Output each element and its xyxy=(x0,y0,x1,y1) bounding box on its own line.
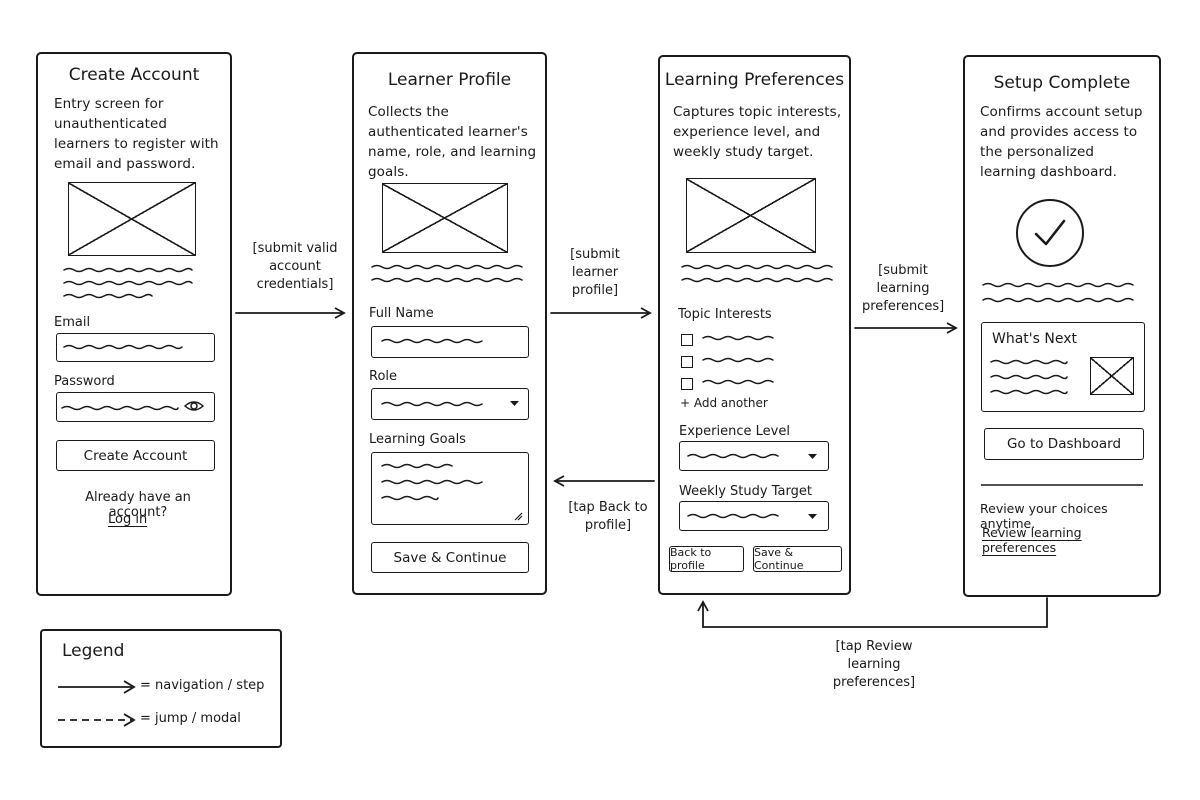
screen-description: Collects the authenticated learner's nam… xyxy=(368,104,537,180)
learning-goals-label: Learning Goals xyxy=(369,432,466,447)
legend-title: Legend xyxy=(62,641,125,661)
transition-label-submit-credentials: [submit valid account credentials] xyxy=(252,241,338,292)
screen-title: Create Account xyxy=(68,65,200,85)
review-text: Review your choices anytime. xyxy=(980,501,1108,531)
learner-profile-screen: Learner Profile Collects the authenticat… xyxy=(352,52,547,595)
legend: Legend = navigation / step = jump / moda… xyxy=(40,629,282,748)
role-select[interactable] xyxy=(371,388,529,420)
topic-checkbox[interactable] xyxy=(681,334,693,346)
experience-level-select[interactable] xyxy=(679,441,829,471)
screen-description: Captures topic interests, experience lev… xyxy=(673,104,842,160)
review-preferences-link[interactable]: Review learning preferences xyxy=(982,525,1082,555)
image-placeholder xyxy=(686,178,816,253)
transition-label-submit-profile: [submit learner profile] xyxy=(570,247,620,298)
dashed-arrow-sample xyxy=(58,713,136,727)
legend-solid-label: = navigation / step xyxy=(140,678,265,693)
weekly-study-target-label: Weekly Study Target xyxy=(679,484,812,499)
image-placeholder xyxy=(1090,357,1134,395)
screen-description: Confirms account setup and provides acce… xyxy=(980,104,1143,180)
arrow-review-preferences xyxy=(697,597,1048,628)
setup-complete-screen: Setup Complete Confirms account setup an… xyxy=(963,55,1161,597)
password-field[interactable] xyxy=(56,392,215,422)
screen-title: Setup Complete xyxy=(993,73,1131,93)
transition-label-back-to-profile: [tap Back to profile] xyxy=(568,500,648,533)
screen-title: Learning Preferences xyxy=(664,70,845,90)
learning-preferences-screen: Learning Preferences Captures topic inte… xyxy=(658,55,851,595)
save-continue-button[interactable]: Save & Continue xyxy=(753,546,842,572)
save-continue-button[interactable]: Save & Continue xyxy=(371,542,529,573)
login-link[interactable]: Log in xyxy=(108,512,148,527)
password-label: Password xyxy=(54,374,115,389)
create-account-screen: Create Account Entry screen for unauthen… xyxy=(36,52,232,596)
back-to-profile-button[interactable]: Back to profile xyxy=(669,546,744,572)
add-another-link[interactable]: + Add another xyxy=(680,396,768,410)
experience-level-label: Experience Level xyxy=(679,424,790,439)
image-placeholder xyxy=(68,182,196,256)
transition-label-review-preferences: [tap Review learning preferences] xyxy=(832,639,916,690)
weekly-study-target-select[interactable] xyxy=(679,501,829,531)
login-prompt: Already have an account? xyxy=(85,490,191,520)
topic-interests-label: Topic Interests xyxy=(678,307,772,322)
full-name-field[interactable] xyxy=(371,326,529,358)
topic-checkbox[interactable] xyxy=(681,378,693,390)
create-account-button[interactable]: Create Account xyxy=(56,440,215,471)
transition-label-submit-preferences: [submit learning preferences] xyxy=(862,263,945,314)
learning-goals-textarea[interactable] xyxy=(371,452,529,525)
image-placeholder xyxy=(382,183,508,253)
whats-next-title: What's Next xyxy=(992,331,1077,347)
screen-description: Entry screen for unauthenticated learner… xyxy=(54,96,219,172)
screen-title: Learner Profile xyxy=(387,70,512,90)
legend-dashed-label: = jump / modal xyxy=(140,711,241,726)
go-to-dashboard-button[interactable]: Go to Dashboard xyxy=(984,428,1144,460)
topic-checkbox[interactable] xyxy=(681,356,693,368)
whats-next-card: What's Next xyxy=(981,322,1145,412)
email-field[interactable] xyxy=(56,333,215,362)
solid-arrow-sample xyxy=(58,680,136,694)
check-icon xyxy=(1016,199,1084,267)
email-label: Email xyxy=(54,315,91,330)
role-label: Role xyxy=(369,369,398,384)
full-name-label: Full Name xyxy=(369,306,434,321)
